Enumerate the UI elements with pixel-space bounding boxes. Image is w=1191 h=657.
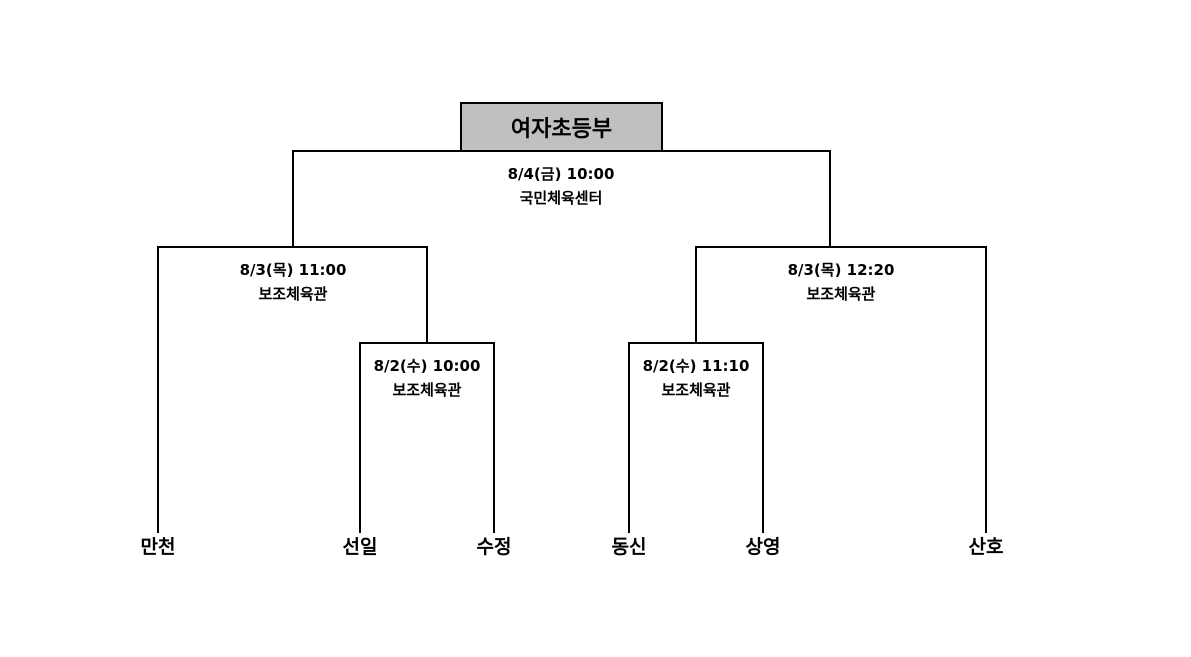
team-label: 수정 <box>476 536 512 558</box>
semi-left-match-info: 8/3(목) 11:00 보조체육관 <box>240 258 347 306</box>
qf-left-match-venue: 보조체육관 <box>392 381 462 399</box>
qf-right-match-venue: 보조체육관 <box>661 381 731 399</box>
semi-right-match-venue: 보조체육관 <box>806 285 876 303</box>
bracket-title: 여자초등부 <box>460 102 663 152</box>
qf-right-match-date: 8/2(수) 11:10 <box>642 357 750 375</box>
team-label: 산호 <box>968 536 1004 558</box>
team-label: 선일 <box>342 536 378 558</box>
final-match-info: 8/4(금) 10:00 국민체육센터 <box>508 162 615 210</box>
team-label: 동신 <box>611 536 647 558</box>
qf-right-bracket <box>628 342 764 533</box>
qf-left-bracket <box>359 342 495 533</box>
qf-left-match-date: 8/2(수) 10:00 <box>373 357 481 375</box>
semi-left-match-venue: 보조체육관 <box>258 285 328 303</box>
semi-right-match-info: 8/3(목) 12:20 보조체육관 <box>788 258 895 306</box>
semi-right-match-date: 8/3(목) 12:20 <box>787 261 895 279</box>
team-label: 상영 <box>745 536 781 558</box>
semi-left-bracket <box>157 246 428 533</box>
semi-left-match-date: 8/3(목) 11:00 <box>239 261 347 279</box>
semi-right-bracket <box>695 246 987 533</box>
final-match-date: 8/4(금) 10:00 <box>507 165 615 183</box>
qf-left-match-info: 8/2(수) 10:00 보조체육관 <box>374 354 481 402</box>
qf-right-match-info: 8/2(수) 11:10 보조체육관 <box>643 354 750 402</box>
final-match-venue: 국민체육센터 <box>519 189 603 207</box>
team-label: 만천 <box>140 536 176 558</box>
